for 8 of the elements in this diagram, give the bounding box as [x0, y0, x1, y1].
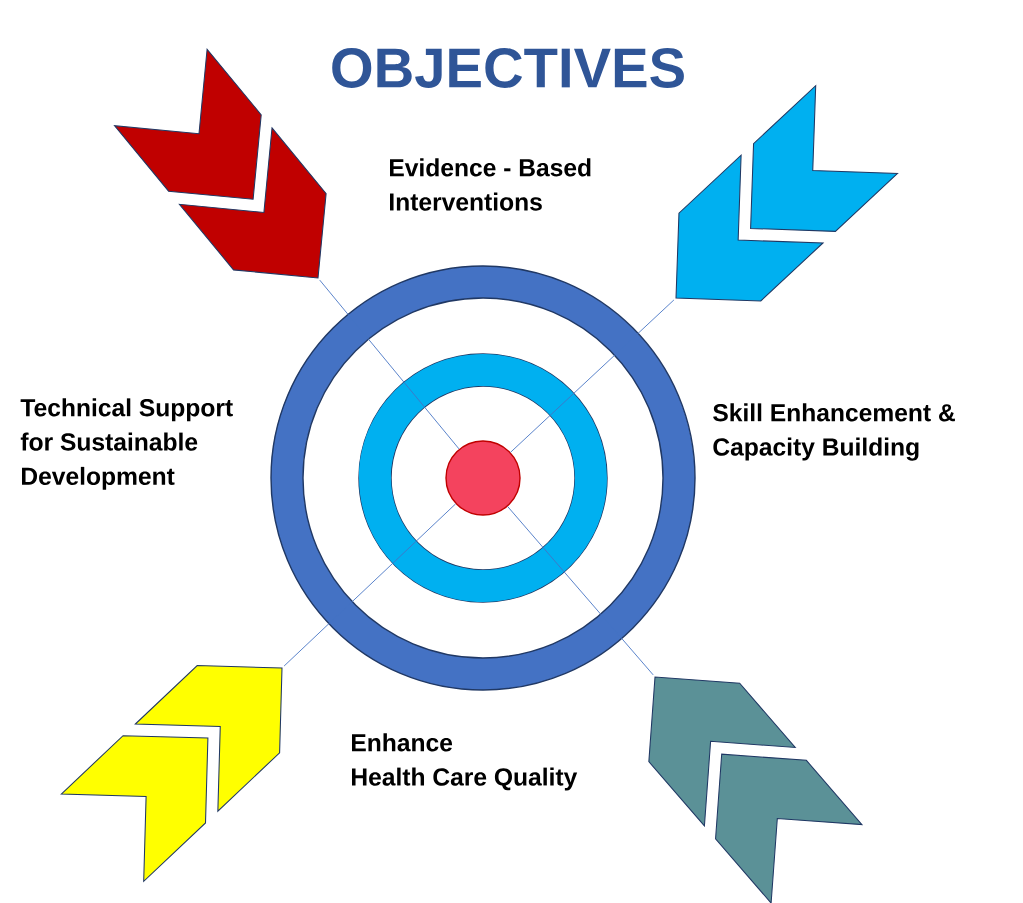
- arrow-fletching: [648, 676, 864, 903]
- objective-label: Enhance Health Care Quality: [352, 733, 578, 791]
- objective-label: Evidence - Based Interventions: [390, 158, 591, 211]
- objective-label: Skill Enhancement & Capacity Building: [713, 403, 955, 461]
- objective-label: Technical Support for Sustainable Development: [20, 398, 233, 490]
- title: OBJECTIVES: [332, 48, 684, 88]
- arrow-fletching: [60, 665, 283, 883]
- bullseye: [445, 440, 521, 516]
